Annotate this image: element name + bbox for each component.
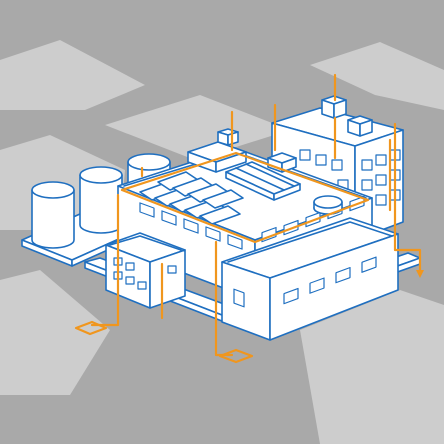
junction-boxes: [74, 320, 254, 364]
ground-tile: [105, 95, 290, 160]
ground-tile: [310, 42, 444, 110]
storage-tank: [79, 166, 123, 234]
solar-panel-array: [139, 171, 244, 225]
warehouse-windows: [233, 256, 377, 308]
roof-vent-unit: [225, 161, 301, 201]
roof-vent-unit: [217, 128, 239, 146]
roof-vent-unit: [347, 115, 373, 137]
flow-arrow: [416, 270, 424, 278]
warehouse-wing: [221, 217, 399, 341]
ground-tile: [0, 40, 145, 110]
ground-tile: [300, 290, 444, 444]
ground-tile: [0, 270, 110, 395]
junction-box: [74, 320, 108, 336]
junction-box: [218, 348, 254, 364]
storage-tank: [31, 181, 75, 249]
